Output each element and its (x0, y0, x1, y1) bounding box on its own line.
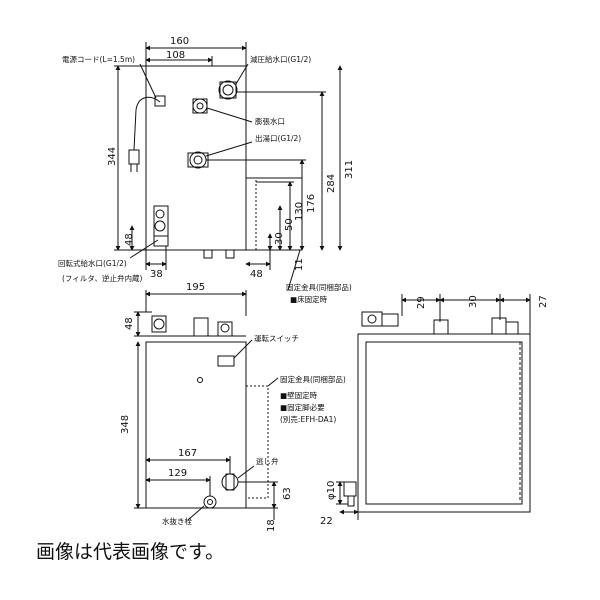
dim-38: 38 (150, 269, 163, 280)
front-top-fittings (146, 315, 246, 337)
outlet-fitting (187, 151, 209, 169)
pressure-inlet-fitting (218, 80, 238, 100)
label-drain-plug: 水抜き栓 (162, 516, 192, 526)
label-power-cord: 電源コード(L=1.5m) (62, 55, 135, 64)
label-outlet: 出湯口(G1/2) (255, 133, 301, 143)
dim-phi10: φ10 (326, 481, 337, 500)
label-run-switch: 運転スイッチ (254, 334, 299, 343)
label-pressure-inlet: 減圧給水口(G1/2) (250, 54, 311, 64)
side-top-fittings (361, 311, 519, 335)
dim-311: 311 (344, 160, 355, 179)
expansion-drain-fitting (192, 98, 208, 114)
top-view-dim-text: 160 108 344 311 284 176 130 50 30 48 11 … (58, 36, 355, 304)
dim-11: 11 (294, 258, 305, 271)
dim-130: 130 (294, 202, 305, 221)
label-fixing-bracket-front: 固定金具(同梱部品) (280, 374, 346, 384)
dim-167: 167 (178, 448, 197, 459)
label-rotary-inlet: 回転式給水口(G1/2) (58, 258, 127, 268)
dim-48-front: 48 (124, 317, 135, 330)
relief-valve (221, 473, 239, 491)
front-view-body (145, 341, 247, 509)
front-view-dim-text: 195 48 348 167 129 63 18 運転スイッチ 固定金具(同梱部… (120, 282, 346, 532)
dim-18: 18 (266, 519, 277, 532)
dim-50: 50 (284, 218, 295, 231)
dim-30-side: 30 (468, 295, 479, 308)
run-switch (217, 355, 235, 367)
dim-160: 160 (170, 36, 189, 47)
dim-48-bottom: 48 (250, 269, 263, 280)
label-floor-fixing: ■床固定時 (290, 294, 328, 304)
dim-284: 284 (326, 174, 337, 193)
power-cord (128, 95, 166, 172)
dim-344: 344 (107, 147, 118, 166)
side-view (336, 294, 531, 520)
side-view-dim-text: 29 30 27 φ10 22 (320, 295, 549, 527)
dim-195: 195 (186, 282, 205, 293)
dim-29: 29 (416, 296, 427, 309)
dim-348: 348 (120, 415, 131, 434)
dim-129: 129 (168, 468, 187, 479)
dim-27: 27 (538, 295, 549, 308)
label-separate-sale: (別売:EFH-DA1) (280, 414, 336, 424)
caption: 画像は代表画像です。 (36, 541, 225, 563)
dim-30: 30 (274, 232, 285, 245)
label-rotary-inlet-note: (フィルタ、逆止弁内蔵) (62, 273, 143, 283)
dim-48-top: 48 (124, 233, 135, 246)
label-wall-fixing: ■壁固定時 (280, 390, 318, 400)
dim-22: 22 (320, 516, 333, 527)
front-view (134, 290, 279, 521)
side-view-body (357, 333, 531, 513)
label-relief-valve: 逃し弁 (256, 456, 279, 466)
dim-176: 176 (306, 194, 317, 213)
dim-108: 108 (166, 50, 185, 61)
drain-plug (203, 495, 217, 509)
label-fixing-bracket-top: 固定金具(同梱部品) (286, 282, 352, 292)
top-view (114, 42, 343, 291)
dim-63: 63 (282, 487, 293, 500)
label-wall-fixing-need: ■固定脚必要 (280, 402, 325, 412)
label-expansion-drain: 膨張水口 (255, 116, 285, 126)
rotary-inlet-fitting (153, 205, 169, 247)
